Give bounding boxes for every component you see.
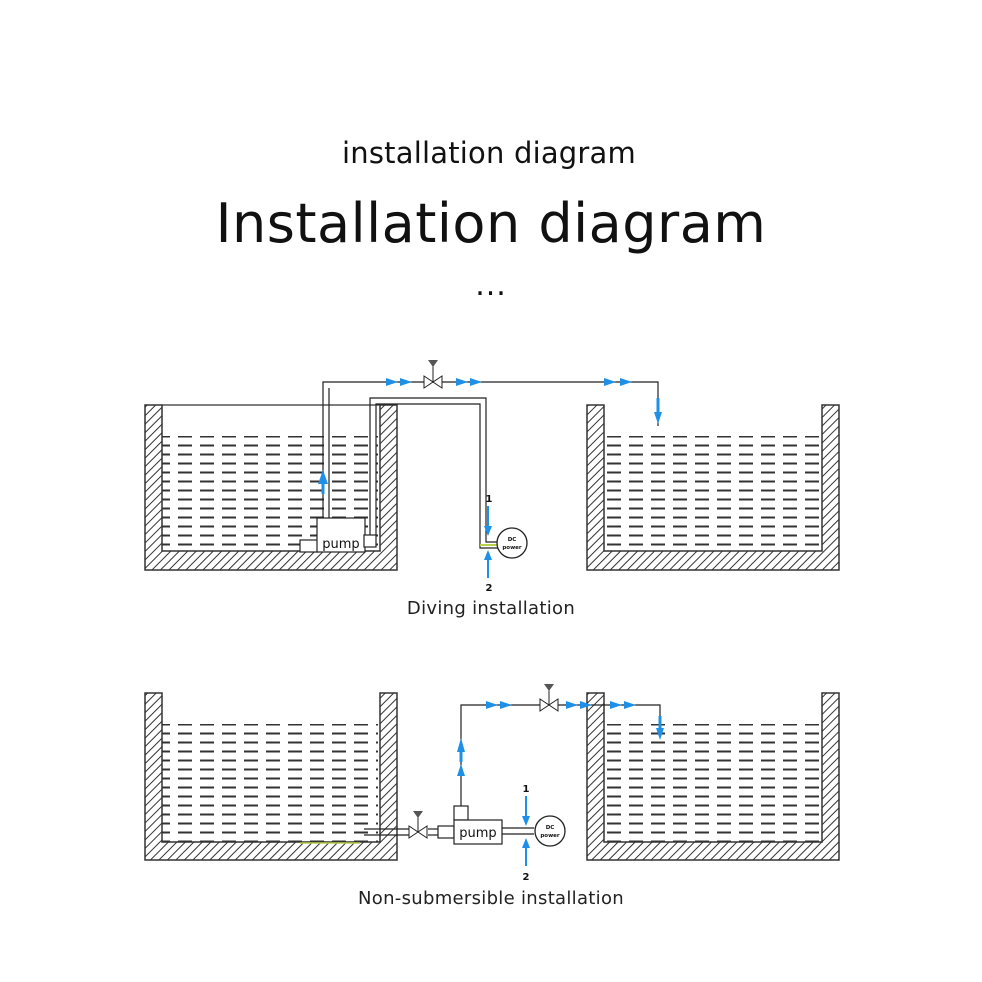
svg-text:DC: DC bbox=[546, 825, 555, 831]
nonsub-intake-pipe bbox=[364, 828, 440, 836]
non-submersible-installation: pump bbox=[144, 684, 840, 883]
arrow-up bbox=[318, 470, 328, 484]
water-fill bbox=[162, 724, 378, 842]
arrow-down bbox=[656, 728, 664, 740]
svg-text:2: 2 bbox=[523, 872, 530, 883]
diving-wire-markers: 1 2 bbox=[484, 494, 493, 594]
diving-dc-power: DC power bbox=[496, 527, 528, 559]
arrow-right bbox=[486, 701, 498, 709]
dc-power-icon bbox=[496, 527, 528, 559]
nonsub-outlet-valve bbox=[539, 684, 559, 712]
pump-label: pump bbox=[322, 537, 359, 552]
water-fill bbox=[604, 724, 822, 842]
tank-wall bbox=[586, 692, 840, 861]
svg-text:1: 1 bbox=[523, 784, 530, 795]
tank-wall bbox=[144, 692, 398, 861]
diving-power-cable bbox=[369, 397, 500, 549]
arrow-right bbox=[386, 378, 398, 386]
non-submersible-installation-caption: Non-submersible installation bbox=[358, 888, 624, 909]
diving-pump: pump bbox=[299, 517, 377, 553]
svg-text:power: power bbox=[502, 545, 522, 551]
svg-text:1: 1 bbox=[486, 494, 493, 505]
diving-installation-caption: Diving installation bbox=[406, 598, 576, 619]
diving-target-tank bbox=[586, 404, 840, 571]
diving-installation: pump bbox=[144, 360, 840, 594]
diagram-title: Installation diagram bbox=[215, 192, 767, 255]
title-ellipsis: ... bbox=[475, 268, 507, 303]
svg-text:power: power bbox=[540, 833, 560, 839]
svg-text:DC: DC bbox=[508, 537, 517, 543]
arrow-down bbox=[654, 412, 662, 424]
nonsub-source-tank bbox=[144, 692, 398, 861]
arrow-up bbox=[457, 738, 465, 752]
tank-wall bbox=[586, 404, 840, 571]
diagram-subtitle: installation diagram bbox=[342, 136, 636, 170]
nonsub-flow-arrows bbox=[457, 701, 664, 776]
nonsub-dc-power: DC power bbox=[534, 815, 566, 847]
nonsub-intake-valve bbox=[408, 811, 428, 839]
dc-power-icon bbox=[534, 815, 566, 847]
water-fill bbox=[604, 436, 822, 550]
pump-label: pump bbox=[459, 826, 496, 841]
nonsub-pump: pump bbox=[437, 805, 503, 845]
nonsub-wire-markers: 1 2 bbox=[522, 784, 530, 883]
svg-text:2: 2 bbox=[486, 583, 493, 594]
nonsub-power-cable bbox=[502, 827, 534, 835]
diving-valve bbox=[423, 360, 443, 389]
nonsub-target-tank bbox=[586, 692, 840, 861]
diving-flow-arrows bbox=[318, 378, 662, 494]
